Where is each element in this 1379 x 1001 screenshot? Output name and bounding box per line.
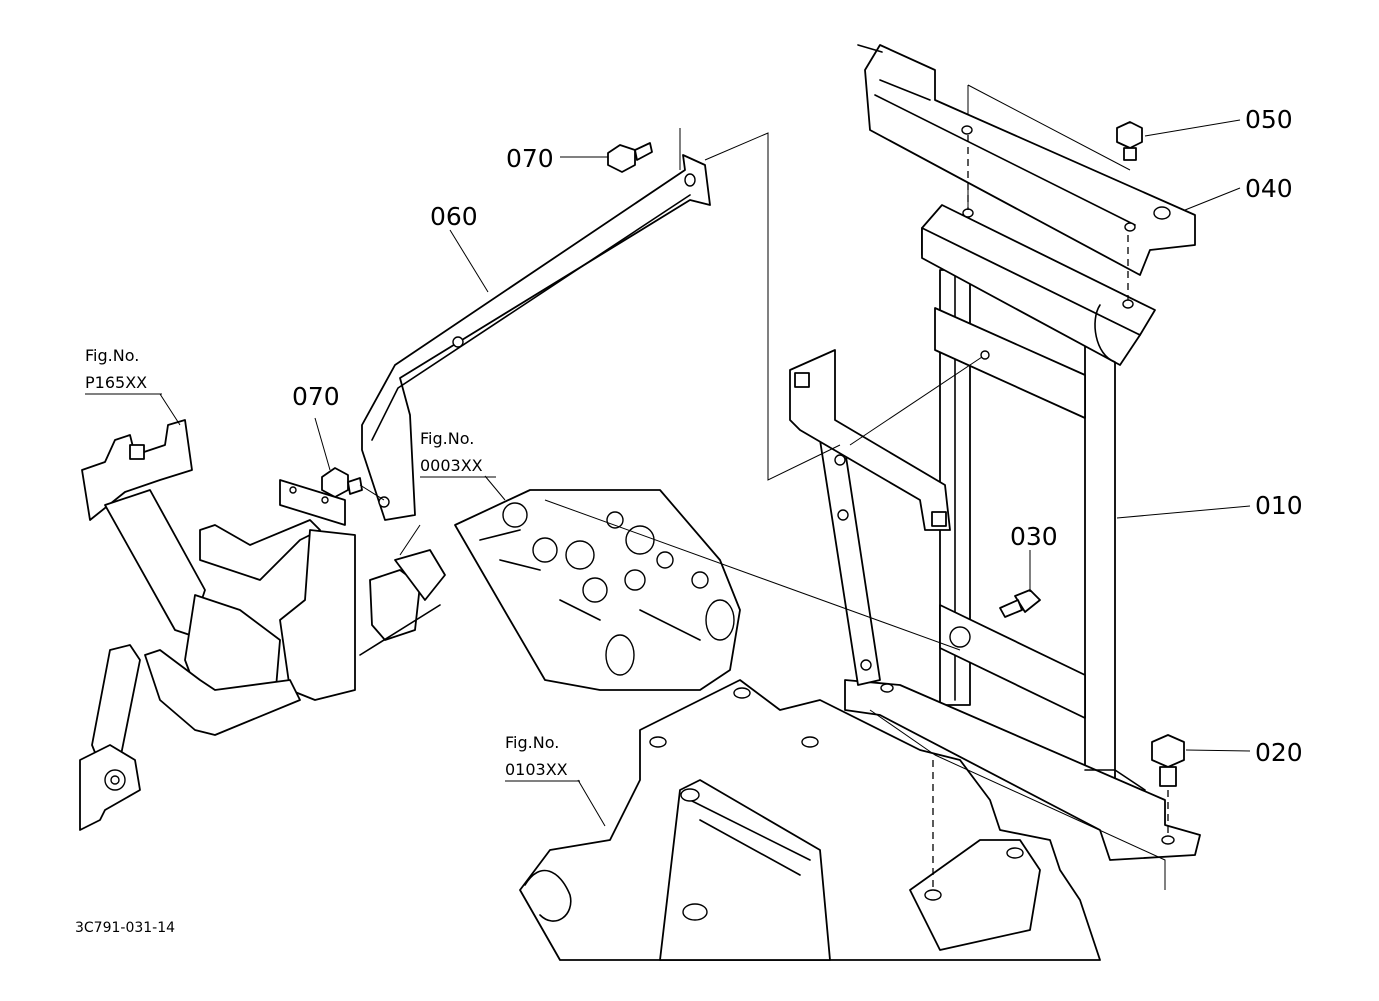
bolt-020 (1151, 734, 1185, 835)
callout-060: 060 (430, 202, 478, 231)
bolt-050 (1116, 121, 1143, 161)
callout-020: 020 (1255, 738, 1303, 767)
callout-050: 050 (1245, 105, 1293, 134)
frame-010 (789, 84, 1201, 861)
callout-030: 030 (1010, 522, 1058, 551)
figref-p165-label: Fig.No. (85, 346, 139, 365)
cylinder-head-0003 (454, 489, 961, 691)
callout-070-top: 070 (506, 144, 554, 173)
leader-lines (159, 119, 1251, 827)
bolt-070-top (607, 142, 653, 173)
left-bracket-assembly (79, 419, 446, 831)
figref-0003-label: Fig.No. (420, 429, 474, 448)
callout-070-mid: 070 (292, 382, 340, 411)
bracket-040 (857, 44, 1196, 309)
figref-0103-number: 0103XX (505, 760, 568, 779)
bolt-030 (999, 589, 1041, 618)
callout-040: 040 (1245, 174, 1293, 203)
housing-0103 (519, 679, 1166, 961)
figref-0103-label: Fig.No. (505, 733, 559, 752)
figref-0003-number: 0003XX (420, 456, 483, 475)
stay-060 (361, 128, 841, 521)
figref-p165-number: P165XX (85, 373, 147, 392)
callout-010: 010 (1255, 491, 1303, 520)
diagram-code: 3C791-031-14 (75, 920, 175, 936)
bolt-070-mid (321, 467, 385, 501)
